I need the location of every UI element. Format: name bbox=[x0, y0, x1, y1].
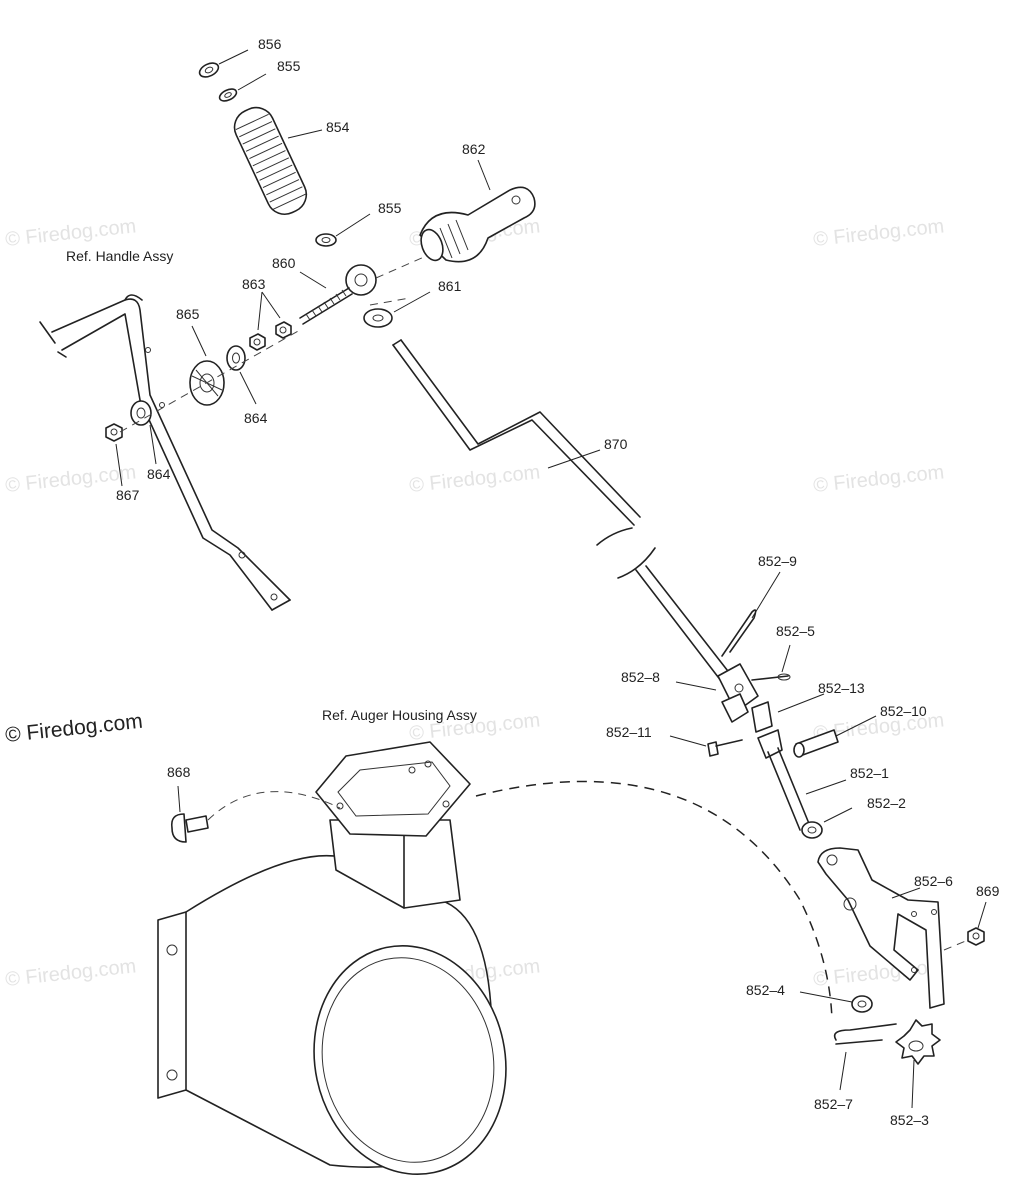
lower-linkage bbox=[707, 609, 985, 1065]
watermark-prominent: © Firedog.com bbox=[4, 710, 144, 747]
part-label-852-3: 852–3 bbox=[890, 1112, 929, 1128]
part-label-852-1: 852–1 bbox=[850, 765, 889, 781]
part-label-864: 864 bbox=[244, 410, 268, 426]
part-label-852-6: 852–6 bbox=[914, 873, 953, 889]
alignment-arc bbox=[475, 780, 833, 1021]
part-label-852-5: 852–5 bbox=[776, 623, 815, 639]
part-label-856: 856 bbox=[258, 36, 282, 52]
part-label-852-4: 852–4 bbox=[746, 982, 785, 998]
watermark: © Firedog.com bbox=[812, 215, 945, 251]
watermark-group: © Firedog.com © Firedog.com © Firedog.co… bbox=[4, 215, 945, 991]
part-label-867: 867 bbox=[116, 487, 140, 503]
watermark: © Firedog.com bbox=[408, 461, 541, 497]
part-label-854: 854 bbox=[326, 119, 350, 135]
ref-handle-assy-label: Ref. Handle Assy bbox=[66, 248, 173, 264]
part-label-860: 860 bbox=[272, 255, 296, 271]
handle-assembly bbox=[39, 294, 291, 611]
watermark: © Firedog.com bbox=[4, 955, 137, 991]
upper-linkage bbox=[105, 62, 536, 442]
part-label-855: 855 bbox=[378, 200, 402, 216]
leader-lines bbox=[115, 49, 987, 1109]
watermark: © Firedog.com bbox=[4, 215, 137, 251]
part-label-864: 864 bbox=[147, 466, 171, 482]
part-label-852-8: 852–8 bbox=[621, 669, 660, 685]
part-label-869: 869 bbox=[976, 883, 1000, 899]
part-label-852-11: 852–11 bbox=[606, 724, 652, 740]
watermark: © Firedog.com bbox=[812, 955, 945, 991]
part-label-862: 862 bbox=[462, 141, 486, 157]
carriage-bolt bbox=[170, 791, 341, 843]
chute-control-rod bbox=[392, 339, 739, 691]
part-label-861: 861 bbox=[438, 278, 462, 294]
part-label-863: 863 bbox=[242, 276, 266, 292]
auger-housing bbox=[157, 741, 507, 1176]
part-label-852-9: 852–9 bbox=[758, 553, 797, 569]
ref-auger-housing-assy-label: Ref. Auger Housing Assy bbox=[322, 707, 477, 723]
part-label-852-13: 852–13 bbox=[818, 680, 865, 696]
part-labels: 856 855 854 862 855 860 861 863 865 864 … bbox=[116, 36, 1000, 1128]
part-label-855: 855 bbox=[277, 58, 301, 74]
watermark: © Firedog.com bbox=[812, 461, 945, 497]
part-label-852-2: 852–2 bbox=[867, 795, 906, 811]
part-label-870: 870 bbox=[604, 436, 628, 452]
part-label-852-10: 852–10 bbox=[880, 703, 927, 719]
part-label-865: 865 bbox=[176, 306, 200, 322]
part-label-852-7: 852–7 bbox=[814, 1096, 853, 1112]
part-label-868: 868 bbox=[167, 764, 191, 780]
